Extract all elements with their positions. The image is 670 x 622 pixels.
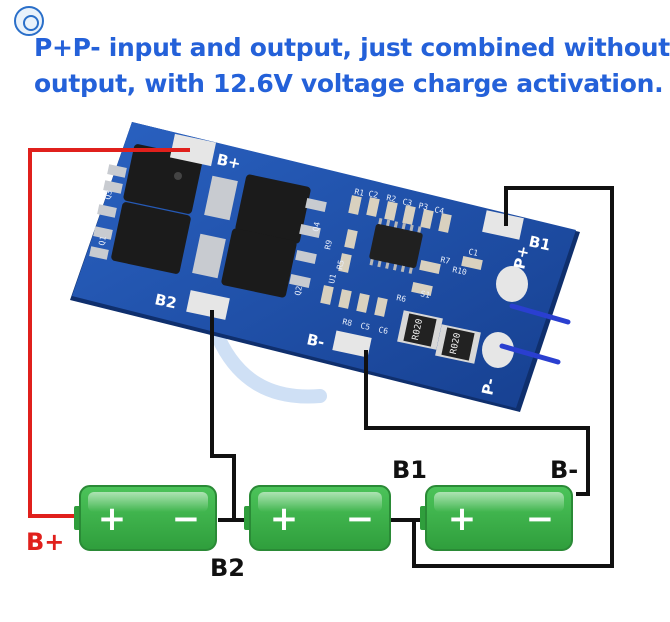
wiring-diagram: R020 R020 R1 C2 R2 C3 P3 C4 C1 Q1 Q2 Q3 … [26, 122, 614, 582]
silk-r6: R6 [396, 293, 407, 304]
pad-bminus [332, 330, 372, 358]
silkscreen-labels: R1 C2 R2 C3 P3 C4 C1 Q1 Q2 Q3 Q4 R8 C5 C… [97, 187, 479, 336]
battery-1-plus: + [98, 499, 127, 539]
silk-p3: P3 [418, 201, 429, 212]
headline: P+P- input and output, just combined wit… [34, 30, 670, 102]
pad-b2 [186, 290, 230, 320]
battery-3-minus: − [526, 499, 555, 539]
shunt-1-label: R020 [411, 318, 425, 341]
battery-3: + − [420, 485, 573, 551]
silk-c6: C6 [378, 325, 389, 336]
mosfet-q1 [111, 144, 203, 274]
board-label-b2: B2 [153, 290, 178, 312]
pplus-wire [509, 303, 571, 325]
silk-r8: R8 [342, 317, 353, 328]
silk-r1: R1 [354, 187, 365, 198]
board-label-bplus: B+ [215, 150, 242, 173]
shunt-resistor-2: R020 [435, 324, 481, 364]
silk-c3: C3 [402, 197, 413, 208]
mosfet-pins [89, 164, 327, 288]
pad-pplus [496, 266, 528, 302]
silk-r2: R2 [386, 193, 397, 204]
board-label-b1: B1 [527, 232, 552, 254]
output-pads [482, 266, 528, 368]
label-bminus: B- [550, 456, 578, 484]
protection-board: R020 R020 R1 C2 R2 C3 P3 C4 C1 Q1 Q2 Q3 … [70, 122, 580, 412]
label-bplus: B+ [26, 528, 64, 556]
silk-r9: R9 [323, 239, 334, 250]
battery-2-minus: − [346, 499, 375, 539]
silk-c2: C2 [368, 189, 379, 200]
silk-c4: C4 [434, 205, 445, 216]
pad-pminus [482, 332, 514, 368]
output-wires [499, 303, 571, 365]
silk-u1: U1 [327, 273, 338, 284]
battery-2-plus: + [270, 499, 299, 539]
brand-logo [14, 6, 44, 36]
battery-1: + − [74, 485, 217, 551]
wire-bminus [364, 350, 590, 496]
board-label-bminus: B- [305, 330, 326, 351]
board-label-pminus: P- [478, 376, 499, 396]
silk-q2: Q2 [293, 285, 304, 296]
silk-r5: R5 [335, 259, 346, 270]
silk-c5: C5 [360, 321, 371, 332]
pad-bplus [169, 133, 217, 167]
silk-q1: Q1 [97, 235, 108, 246]
silk-c1: C1 [468, 247, 479, 258]
battery-1-minus: − [172, 499, 201, 539]
silk-r7: R7 [440, 255, 451, 266]
battery-pack: + − + − + − [74, 485, 573, 551]
black-wires [210, 186, 614, 568]
label-b1: B1 [392, 456, 427, 484]
silk-s1: S1 [420, 289, 431, 300]
pad-b1 [482, 210, 524, 240]
headline-line-2: output, with 12.6V voltage charge activa… [34, 69, 664, 98]
shunt-resistor-1: R020 [397, 310, 443, 350]
shunt-2-label: R020 [449, 332, 463, 355]
board-label-pplus: P+ [510, 244, 533, 271]
red-wire-bplus [28, 148, 190, 518]
solder-pads [169, 133, 524, 358]
watermark-swoosh [208, 323, 327, 404]
mosfet-q2 [221, 174, 311, 298]
silk-q4: Q4 [311, 221, 322, 232]
label-b2: B2 [210, 554, 245, 582]
battery-2: + − [244, 485, 391, 551]
pminus-wire [499, 343, 561, 365]
battery-3-plus: + [448, 499, 477, 539]
silk-q3: Q3 [103, 189, 114, 200]
silk-r10: R10 [452, 265, 468, 277]
ic-u1 [369, 217, 423, 274]
headline-line-1: P+P- input and output, just combined wit… [34, 33, 670, 62]
smd-components [320, 195, 483, 317]
